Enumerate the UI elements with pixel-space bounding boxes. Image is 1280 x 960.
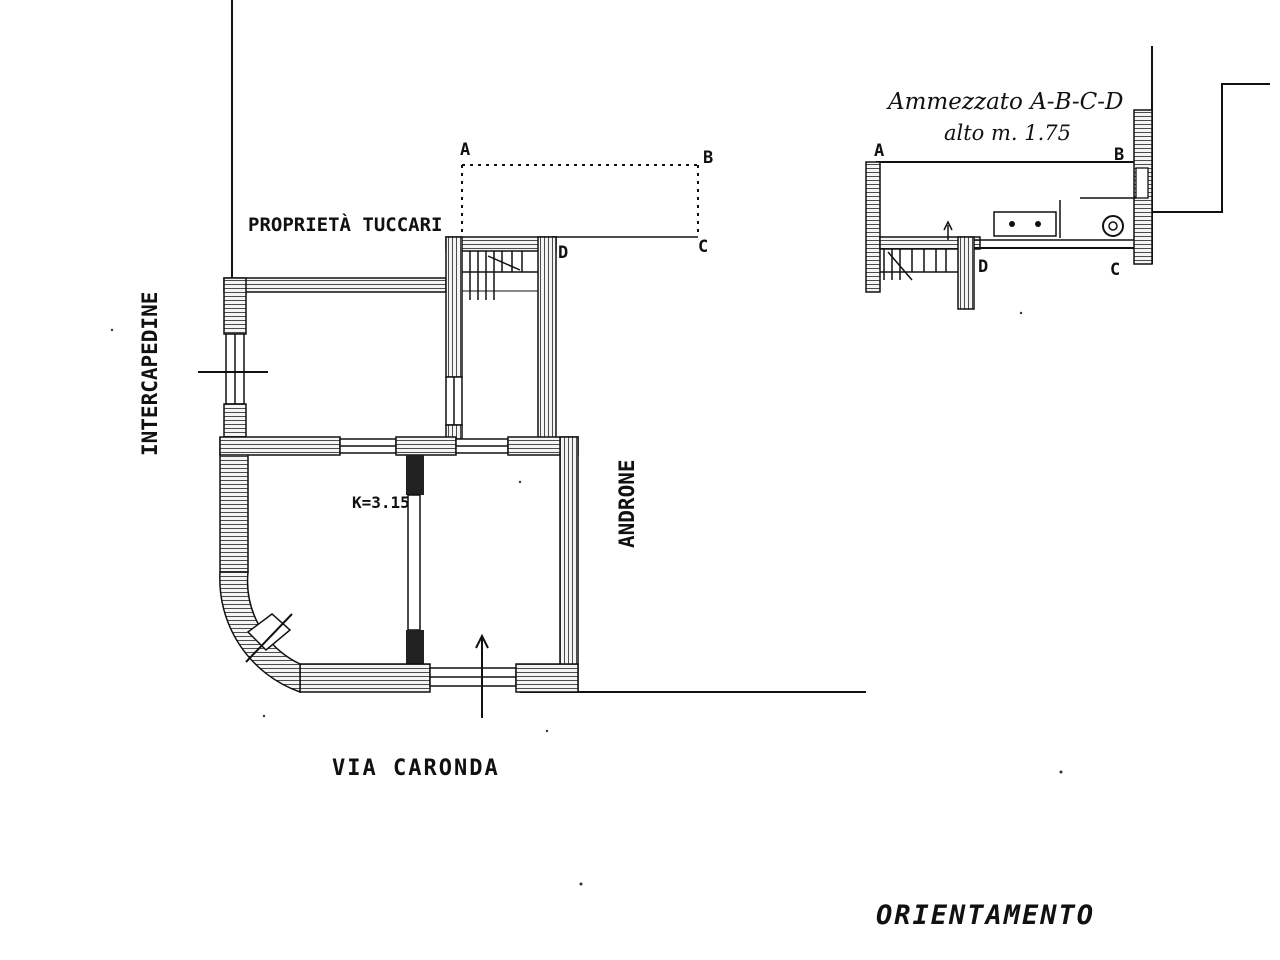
stair-main <box>461 250 539 300</box>
ammezzato-title: Ammezzato A-B-C-D <box>886 89 1123 115</box>
scan-specks <box>110 311 1063 886</box>
label-androne: ANDRONE <box>615 459 639 548</box>
building-walls <box>198 236 579 718</box>
point-a-detail: A <box>874 141 884 161</box>
point-d-main: D <box>558 243 568 263</box>
point-d-detail: D <box>978 257 988 277</box>
label-orientamento: ORIENTAMENTO <box>876 900 1095 931</box>
ammezzato-height: alto m. 1.75 <box>944 121 1071 145</box>
mezzanine-outline <box>461 164 699 238</box>
point-c-detail: C <box>1110 260 1120 280</box>
mezzanine-detail <box>865 46 1270 310</box>
point-b-main: B <box>703 148 713 168</box>
label-via: VIA CARONDA <box>332 756 500 781</box>
point-b-detail: B <box>1114 145 1124 165</box>
label-intercapedine: INTERCAPEDINE <box>138 292 162 456</box>
label-proprieta: PROPRIETÀ TUCCARI <box>248 213 442 236</box>
height-mark: K=3.15 <box>352 493 410 512</box>
point-c-main: C <box>698 237 708 257</box>
point-a-main: A <box>460 140 470 160</box>
